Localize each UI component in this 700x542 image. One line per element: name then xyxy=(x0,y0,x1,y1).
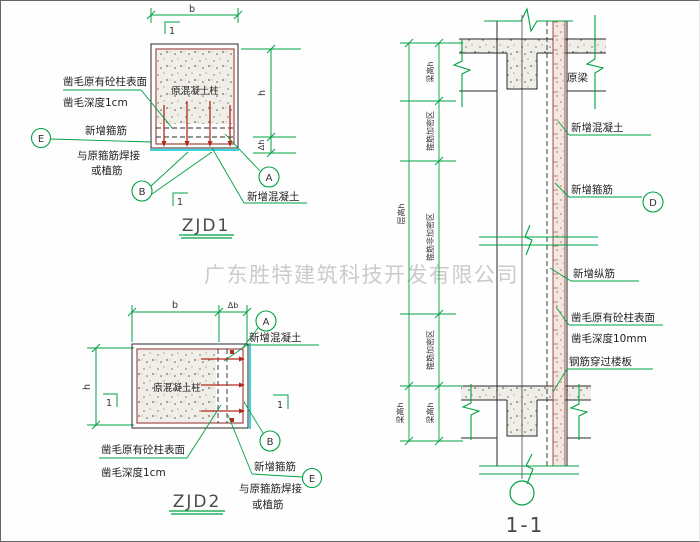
zjd1-note-stirrup-2: 与原箍筋焊接 xyxy=(77,149,140,162)
zjd2-bubble-e-label: E xyxy=(309,474,315,485)
zjd2-column-outline xyxy=(131,343,249,429)
zjd1-section-mark-bottom xyxy=(172,192,188,206)
section-bottom-slab-beam xyxy=(461,385,591,439)
zjd1-new-rebars xyxy=(161,101,233,147)
zjd2-note-stirrup-3: 或植筋 xyxy=(252,498,284,511)
zjd1-note-new-concrete: 新增混凝土 xyxy=(247,190,300,203)
label-new-concrete: 新增混凝土 xyxy=(571,121,624,134)
zjd1-column-concrete-fill xyxy=(157,50,233,124)
section-break-lines xyxy=(452,7,605,485)
zjd2-note-stirrup-2: 与原箍筋焊接 xyxy=(239,482,302,495)
zjd1-detail: b 1 原混凝土柱 xyxy=(30,4,307,239)
zjd2-note-chisel-2: 凿毛深度1cm xyxy=(101,466,166,479)
zjd2-interface-dashed-lines xyxy=(217,349,228,423)
dim-dense-zone-top: 箍筋加密区 xyxy=(425,111,435,151)
section-bubble-d xyxy=(642,191,664,213)
zjd1-new-concrete-leader xyxy=(211,147,307,204)
zjd2-bubble-b-label: B xyxy=(267,437,274,448)
zjd2-detail: b Δb A 新增混凝土 h 1 1 xyxy=(82,300,323,515)
zjd1-bubble-e xyxy=(30,127,52,149)
zjd1-title: ZJD1 xyxy=(182,216,231,236)
zjd1-note-chisel-2: 凿毛深度1cm xyxy=(63,96,128,109)
section-right-labels: 原梁 新增混凝土 新增箍筋 D 新增纵筋 凿毛原有砼柱表面 凿毛深度10mm 钢… xyxy=(549,71,664,393)
zjd1-bubble-b-label: B xyxy=(139,187,146,198)
zjd1-original-column-face xyxy=(155,48,235,145)
dim-beam-height-outer: 梁高h xyxy=(395,402,405,423)
zjd1-note-stirrup-3: 或植筋 xyxy=(91,164,123,177)
zjd1-section-mark-top-label: 1 xyxy=(169,26,175,37)
zjd1-note-chisel-1: 凿毛原有砼柱表面 xyxy=(63,75,147,88)
dim-beam-height-top: 梁高h xyxy=(425,61,435,82)
section-dim-labels: 层高h 梁高h 梁高h 箍筋加密区 箍筋非加密区 箍筋加密区 梁高h xyxy=(395,61,435,423)
label-new-longbar: 新增纵筋 xyxy=(573,267,615,280)
zjd1-interface-dashed-lines xyxy=(156,127,234,138)
zjd1-section-mark-top xyxy=(164,21,180,34)
zjd2-section-mark-right xyxy=(273,394,289,409)
dim-non-dense-zone: 箍筋非加密区 xyxy=(425,213,435,261)
zjd2-bubble-a-label: A xyxy=(263,317,270,328)
zjd2-column-concrete-fill xyxy=(138,350,216,422)
label-new-stirrup: 新增箍筋 xyxy=(571,183,613,196)
zjd1-column-outline xyxy=(150,43,239,149)
zjd1-dim-dh-label: Δh xyxy=(257,140,266,151)
zjd2-bubble-e xyxy=(301,467,323,489)
zjd2-original-column-face xyxy=(136,348,244,424)
zjd1-dim-b-lines xyxy=(146,8,243,23)
label-chisel-1: 凿毛原有砼柱表面 xyxy=(571,311,655,324)
section-bubble-d-label: D xyxy=(649,198,657,209)
zjd1-column-label: 原混凝土柱 xyxy=(171,85,219,97)
zjd2-dim-h-lines xyxy=(87,343,134,430)
zjd1-dim-b-label: b xyxy=(189,4,195,15)
zjd2-section-mark-left xyxy=(103,393,118,407)
zjd2-new-rebars xyxy=(201,350,245,422)
company-watermark: 广东胜特建筑科技开发有限公司 xyxy=(204,263,519,287)
zjd1-bubble-b xyxy=(131,180,153,202)
zjd1-chisel-leader xyxy=(63,89,174,130)
label-rebar-through-slab: 钢筋穿过楼板 xyxy=(569,355,632,368)
zjd2-note-stirrup-1: 新增箍筋 xyxy=(254,460,296,473)
section-new-concrete-strip xyxy=(552,20,566,467)
zjd1-bubble-a-label: A xyxy=(266,173,273,184)
zjd2-note-chisel-1: 凿毛原有砼柱表面 xyxy=(101,443,185,456)
zjd2-title-underline xyxy=(169,510,225,515)
zjd1-bubble-a xyxy=(258,166,280,188)
zjd2-bubble-a xyxy=(255,310,277,332)
zjd2-dim-db-label: Δb xyxy=(228,301,239,310)
zjd2-dim-h-label: h xyxy=(82,384,93,390)
zjd2-bubble-b-leader xyxy=(243,401,264,434)
zjd2-title: ZJD2 xyxy=(173,492,222,512)
section-title: 1-1 xyxy=(506,513,545,537)
section-dim-lines xyxy=(400,38,463,446)
zjd1-dim-h-label: h xyxy=(257,90,268,96)
zjd2-dim-b-label: b xyxy=(172,300,178,311)
zjd2-new-concrete-leader xyxy=(223,344,319,362)
zjd2-section-mark-left-label: 1 xyxy=(106,398,112,409)
dim-beam-height-bottom: 梁高h xyxy=(425,402,435,423)
zjd2-chisel-leader xyxy=(99,404,222,459)
label-chisel-2: 凿毛深度10mm xyxy=(571,332,647,345)
zjd1-section-mark-bottom-label: 1 xyxy=(177,197,183,208)
dim-dense-zone-bottom: 箍筋加密区 xyxy=(425,330,435,370)
zjd2-bubble-a-leader xyxy=(240,327,259,351)
zjd1-bubble-a-leader xyxy=(224,133,261,172)
zjd1-bubble-b-leaders xyxy=(150,151,213,195)
label-original-beam: 原梁 xyxy=(567,71,588,84)
zjd2-dim-top-lines xyxy=(127,305,252,342)
zjd2-bubble-b xyxy=(259,430,281,452)
zjd2-note-new-concrete: 新增混凝土 xyxy=(249,331,302,344)
zjd2-column-label: 原混凝土柱 xyxy=(153,382,201,394)
zjd1-stirrup-leader xyxy=(50,138,153,143)
zjd2-section-mark-right-label: 1 xyxy=(277,400,283,411)
section-grid-bubble xyxy=(509,480,535,506)
zjd1-dim-h-lines xyxy=(241,44,301,158)
dim-storey-height: 层高h xyxy=(396,203,406,224)
zjd1-note-stirrup-1: 新增箍筋 xyxy=(85,124,127,137)
zjd1-bubble-e-label: E xyxy=(38,134,44,145)
zjd1-title-underline xyxy=(179,234,234,239)
zjd2-stirrup-leaders xyxy=(227,414,303,478)
section-1-1: 1-1 层高h 梁高h 梁高h 箍筋加密区 箍筋非加密区 xyxy=(395,7,664,537)
